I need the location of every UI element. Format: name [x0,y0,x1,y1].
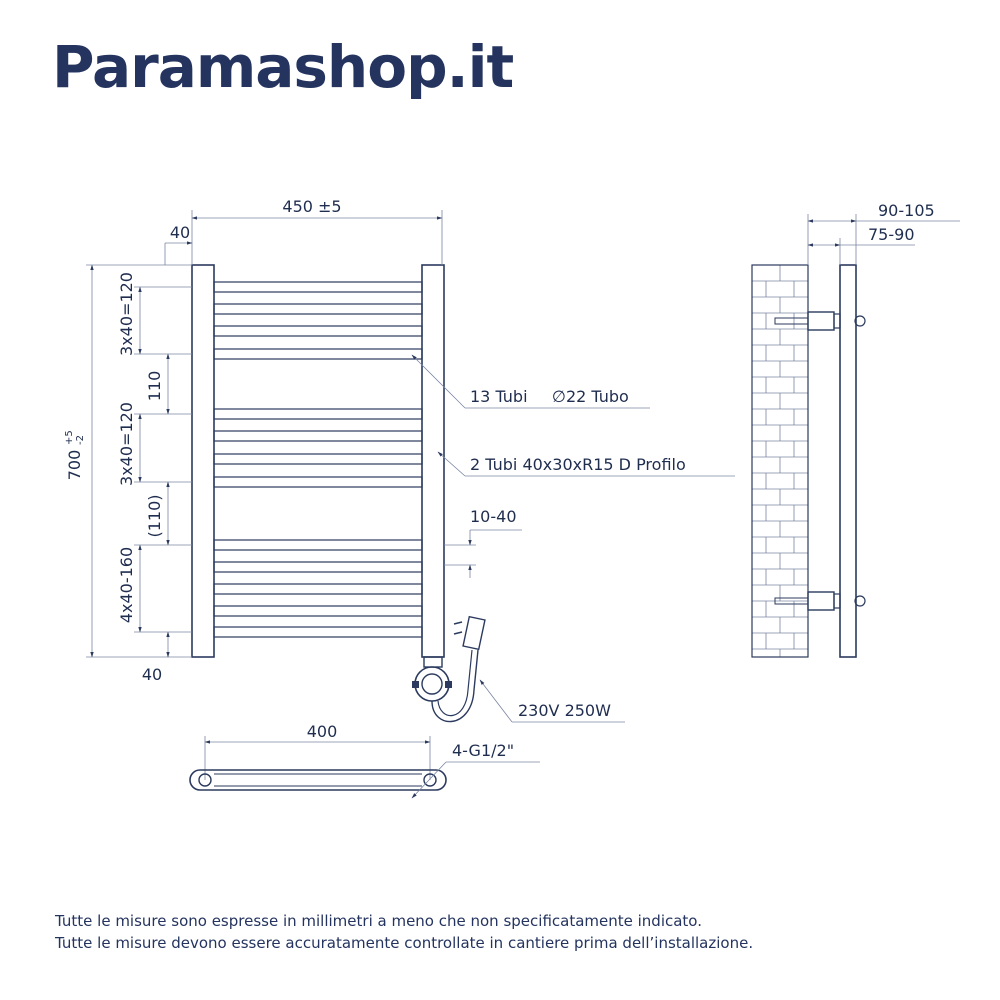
tube-12 [213,605,423,617]
depth-wall-label: 75-90 [868,225,915,244]
tube-diameter-label: ∅22 Tubo [552,387,629,406]
gap-two-label: (110) [145,494,164,537]
gap-one-label: 110 [145,371,164,402]
brand-logo: Paramashop.it [52,33,514,101]
wall-bricks [752,264,808,657]
tube-7 [213,453,423,465]
side-view: 90-105 75-90 [751,201,960,658]
tube-8 [213,476,423,488]
height-tol-minus: -2 [75,435,86,445]
height-tol-plus: +5 [64,430,75,445]
connection-right [423,773,437,787]
tubes-count-label: 13 Tubi [470,387,528,406]
tubes-group [213,281,423,638]
tube-10 [213,561,423,573]
group-bottom-label: 4x40-160 [117,547,136,623]
base-width-label: 400 [307,722,338,741]
height-total-label: 700 [65,450,84,481]
profile-label: 2 Tubi 40x30xR15 D Profilo [470,455,686,474]
tube-13 [213,626,423,638]
tube-6 [213,430,423,442]
tube-4 [213,348,423,360]
bracket-bottom [774,591,866,611]
tube-3 [213,325,423,337]
left-collector [191,264,215,658]
depth-total-label: 90-105 [878,201,935,220]
note-line-2: Tutte le misure devono essere accuratame… [55,934,754,952]
bracket-top [774,311,866,331]
connection-left [198,773,212,787]
tube-9 [213,539,423,551]
group-middle-label: 3x40=120 [117,402,136,486]
power-label: 230V 250W [518,701,611,720]
tube-11 [213,583,423,595]
edge-offset-label: 40 [170,223,190,242]
tube-1 [213,281,423,293]
tube-2 [213,303,423,315]
group-top-label: 3x40=120 [117,272,136,356]
tube-5 [213,408,423,420]
adjust-label: 10-40 [470,507,517,526]
plug-icon [453,615,486,651]
side-collector [839,264,857,658]
base-bar [189,769,447,791]
heater-element [412,649,479,723]
front-view: 450 ±5 40 700 +5 -2 3x40=120 110 [64,197,735,723]
width-total-label: 450 ±5 [282,197,341,216]
bottom-view: 400 4-G1/2" [189,722,540,799]
note-line-1: Tutte le misure sono espresse in millime… [55,912,702,930]
notes: Tutte le misure sono espresse in millime… [55,910,753,954]
connection-label: 4-G1/2" [452,741,514,760]
bottom-offset-label: 40 [142,665,162,684]
right-collector [421,264,445,658]
